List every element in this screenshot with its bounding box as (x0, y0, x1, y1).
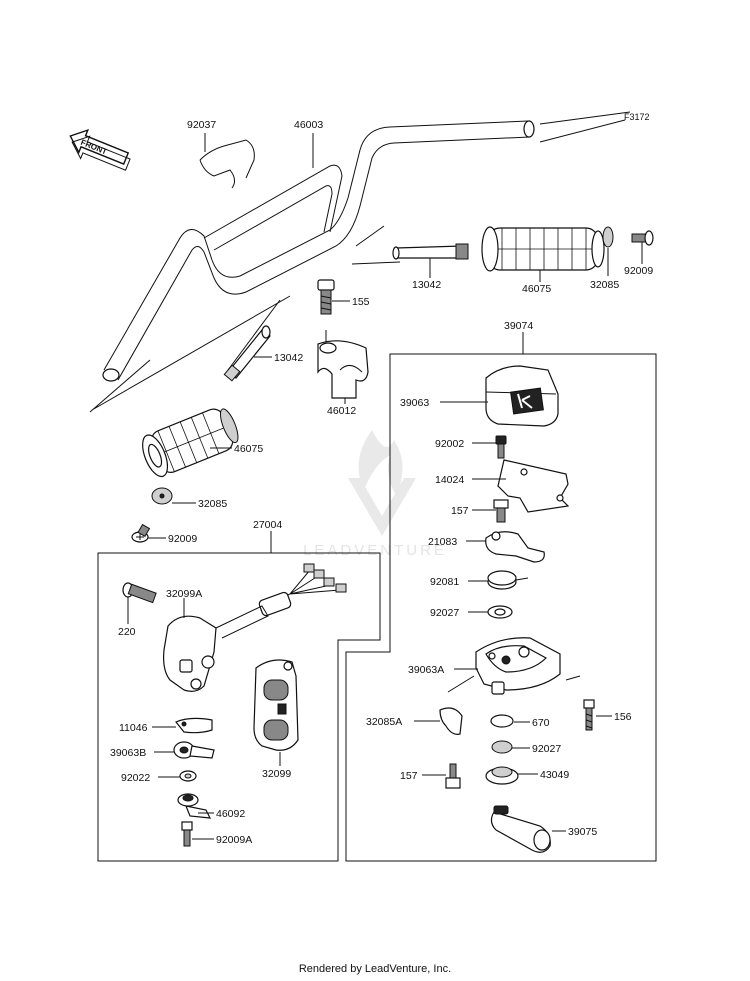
callout-39063a: 39063A (408, 664, 444, 676)
holder-bolt (317, 279, 335, 315)
throttle-case (447, 637, 581, 695)
callout-92022: 92022 (121, 772, 150, 784)
callout-92009-right: 92009 (624, 265, 653, 277)
bolt-156 (583, 699, 595, 731)
screw-left (131, 523, 151, 543)
callout-92081: 92081 (430, 576, 459, 588)
callout-27004: 27004 (253, 519, 282, 531)
callout-13042-right: 13042 (412, 279, 441, 291)
callout-11046: 11046 (119, 722, 148, 734)
callout-32085-left: 32085 (198, 498, 227, 510)
callout-670: 670 (532, 717, 550, 729)
washer-lower (491, 740, 513, 754)
callout-46012: 46012 (327, 405, 356, 417)
throttle-assembly-box (345, 353, 657, 862)
switch-screw-92009a (181, 821, 193, 847)
throttle-cover (485, 365, 559, 427)
callout-155: 155 (352, 296, 370, 308)
switch-housing-lower (163, 615, 217, 692)
callout-92027-lower: 92027 (532, 743, 561, 755)
callout-92009a: 92009A (216, 834, 252, 846)
cable-guide (439, 707, 463, 735)
callout-14024: 14024 (435, 474, 464, 486)
footer-credit: Rendered by LeadVenture, Inc. (298, 963, 452, 975)
switch-screw-220 (122, 582, 157, 604)
callout-32099: 32099 (262, 768, 291, 780)
callout-46003: 46003 (294, 119, 323, 131)
callout-46092: 46092 (216, 808, 245, 820)
throttle-lever (485, 531, 545, 563)
callout-157-lower: 157 (400, 770, 418, 782)
callout-43049: 43049 (540, 769, 569, 781)
callout-13042-left: 13042 (274, 352, 303, 364)
callout-92002: 92002 (435, 438, 464, 450)
callout-32085a: 32085A (366, 716, 402, 728)
callout-46075-right: 46075 (522, 283, 551, 295)
handlebar-holder (317, 330, 369, 399)
screw-right (631, 230, 654, 246)
grip-right (481, 226, 605, 272)
bar-end-weight-right (351, 225, 469, 265)
watermark-logo: LEADVENTURE (303, 430, 447, 559)
grip-left (142, 408, 239, 478)
switch-knob (173, 741, 215, 759)
front-arrow-icon: FRONT (69, 128, 131, 171)
part-callouts: 92037 46003 13042 46075 32085 92009 155 … (110, 119, 653, 846)
cover-gasket (497, 459, 570, 513)
throttle-tube (490, 805, 551, 853)
o-ring (490, 714, 514, 728)
callout-156: 156 (614, 711, 632, 723)
bar-end-weight-left (223, 299, 281, 382)
callout-39074: 39074 (504, 320, 533, 332)
callout-220: 220 (118, 626, 136, 638)
figure-code: F3172 (624, 112, 650, 122)
callout-32085-right: 32085 (590, 279, 619, 291)
handlebar (89, 111, 631, 413)
bolt-157-lower (445, 763, 461, 789)
callout-92027-upper: 92027 (430, 607, 459, 619)
callout-157-upper: 157 (451, 505, 469, 517)
callout-92009-left: 92009 (168, 533, 197, 545)
return-spring (487, 570, 529, 590)
callout-46075-left: 46075 (234, 443, 263, 455)
end-cap-right (602, 226, 614, 248)
switch-housing-upper (253, 659, 299, 751)
handlebar-clip (199, 139, 255, 189)
callout-32099a: 32099A (166, 588, 202, 600)
callout-39063: 39063 (400, 397, 429, 409)
callout-92037: 92037 (187, 119, 216, 131)
switch-lever (177, 793, 212, 819)
switch-assembly-box (97, 552, 381, 862)
watermark-text: LEADVENTURE (303, 542, 447, 559)
callout-39063b: 39063B (110, 747, 146, 759)
cover-screw (495, 435, 507, 459)
bolt-157-upper (493, 499, 509, 523)
switch-wires (215, 563, 347, 639)
switch-plate (175, 717, 213, 734)
callout-39075: 39075 (568, 826, 597, 838)
callout-21083: 21083 (428, 536, 457, 548)
bushing-43049 (485, 766, 519, 785)
